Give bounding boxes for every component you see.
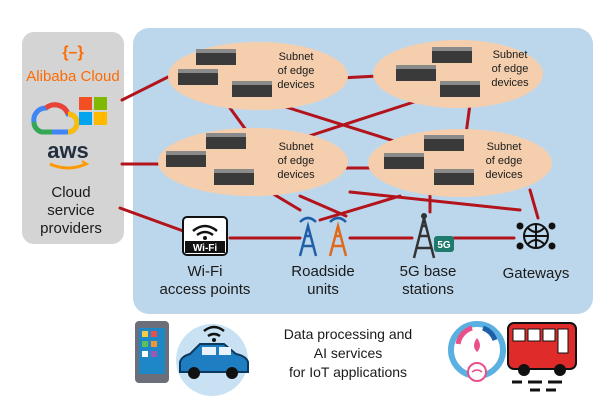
gateways: Gateways [503,222,570,282]
svg-text:AI services: AI services [314,345,382,361]
edge-device-icon [396,47,480,97]
wifi-access-point: Wi-Fi Wi-Fi access points [160,216,251,298]
svg-text:Gateways: Gateways [503,265,570,282]
alibaba-cloud-text: Alibaba Cloud [26,68,119,85]
subnet-bottom-left: Subnet of edge devices [158,128,348,196]
5g-base-station: 5G 5G base stations [400,213,457,298]
svg-text:devices: devices [277,169,315,181]
edge-device-icon [166,133,254,185]
edge-device-icon [178,49,272,97]
svg-text:devices: devices [277,79,315,91]
google-cloud-icon [31,102,80,135]
svg-text:for IoT applications: for IoT applications [289,364,407,380]
svg-text:Subnet: Subnet [487,141,522,153]
svg-text:service: service [47,202,95,219]
subnet-ellipse [373,40,543,108]
aws-logo: aws [47,138,90,170]
svg-text:Subnet: Subnet [279,141,314,153]
cloud-provider-box [22,32,124,244]
svg-text:{–}: {–} [62,44,83,61]
microsoft-icon [79,97,107,125]
smart-meter-icon [448,321,506,382]
svg-text:of edge: of edge [278,155,315,167]
svg-text:devices: devices [485,169,523,181]
connection-links [118,70,540,240]
svg-text:Roadside: Roadside [291,263,354,280]
svg-text:stations: stations [402,281,454,298]
svg-text:Cloud: Cloud [51,184,90,201]
cell-tower-icon: 5G [412,213,454,259]
subnet-ellipse [158,128,348,196]
iot-services-caption: Data processing and AI services for IoT … [284,326,412,380]
gateway-icon [516,222,556,250]
svg-text:access points: access points [160,281,251,298]
subnet-top-right: Subnet of edge devices [373,40,543,108]
connected-car-icon [176,324,249,396]
aws-text: aws [47,138,89,163]
subnet-ellipse [368,129,552,197]
svg-text:Wi-Fi: Wi-Fi [188,263,223,280]
wifi-icon: Wi-Fi [182,216,228,256]
subnet-top-left: Subnet of edge devices [168,42,348,110]
subnet-bottom-right: Subnet of edge devices [368,129,552,197]
bus-icon [507,322,577,392]
cloud-providers-label: Cloud service providers [40,184,102,237]
svg-text:Data processing and: Data processing and [284,326,412,342]
svg-text:units: units [307,281,339,298]
svg-text:of edge: of edge [278,65,315,77]
svg-text:of edge: of edge [486,155,523,167]
smartphone-icon [135,321,169,383]
svg-text:providers: providers [40,220,102,237]
alibaba-cloud-logo: {–} Alibaba Cloud [26,44,119,85]
svg-text:Wi-Fi: Wi-Fi [193,243,218,254]
tower-icon [298,216,348,257]
svg-text:Subnet: Subnet [493,49,528,61]
svg-text:5G: 5G [437,240,451,251]
roadside-units: Roadside units [291,216,355,298]
svg-text:5G base: 5G base [400,263,457,280]
svg-text:of edge: of edge [492,63,529,75]
edge-device-icon [384,135,474,185]
svg-text:Subnet: Subnet [279,51,314,63]
svg-text:devices: devices [491,77,529,89]
